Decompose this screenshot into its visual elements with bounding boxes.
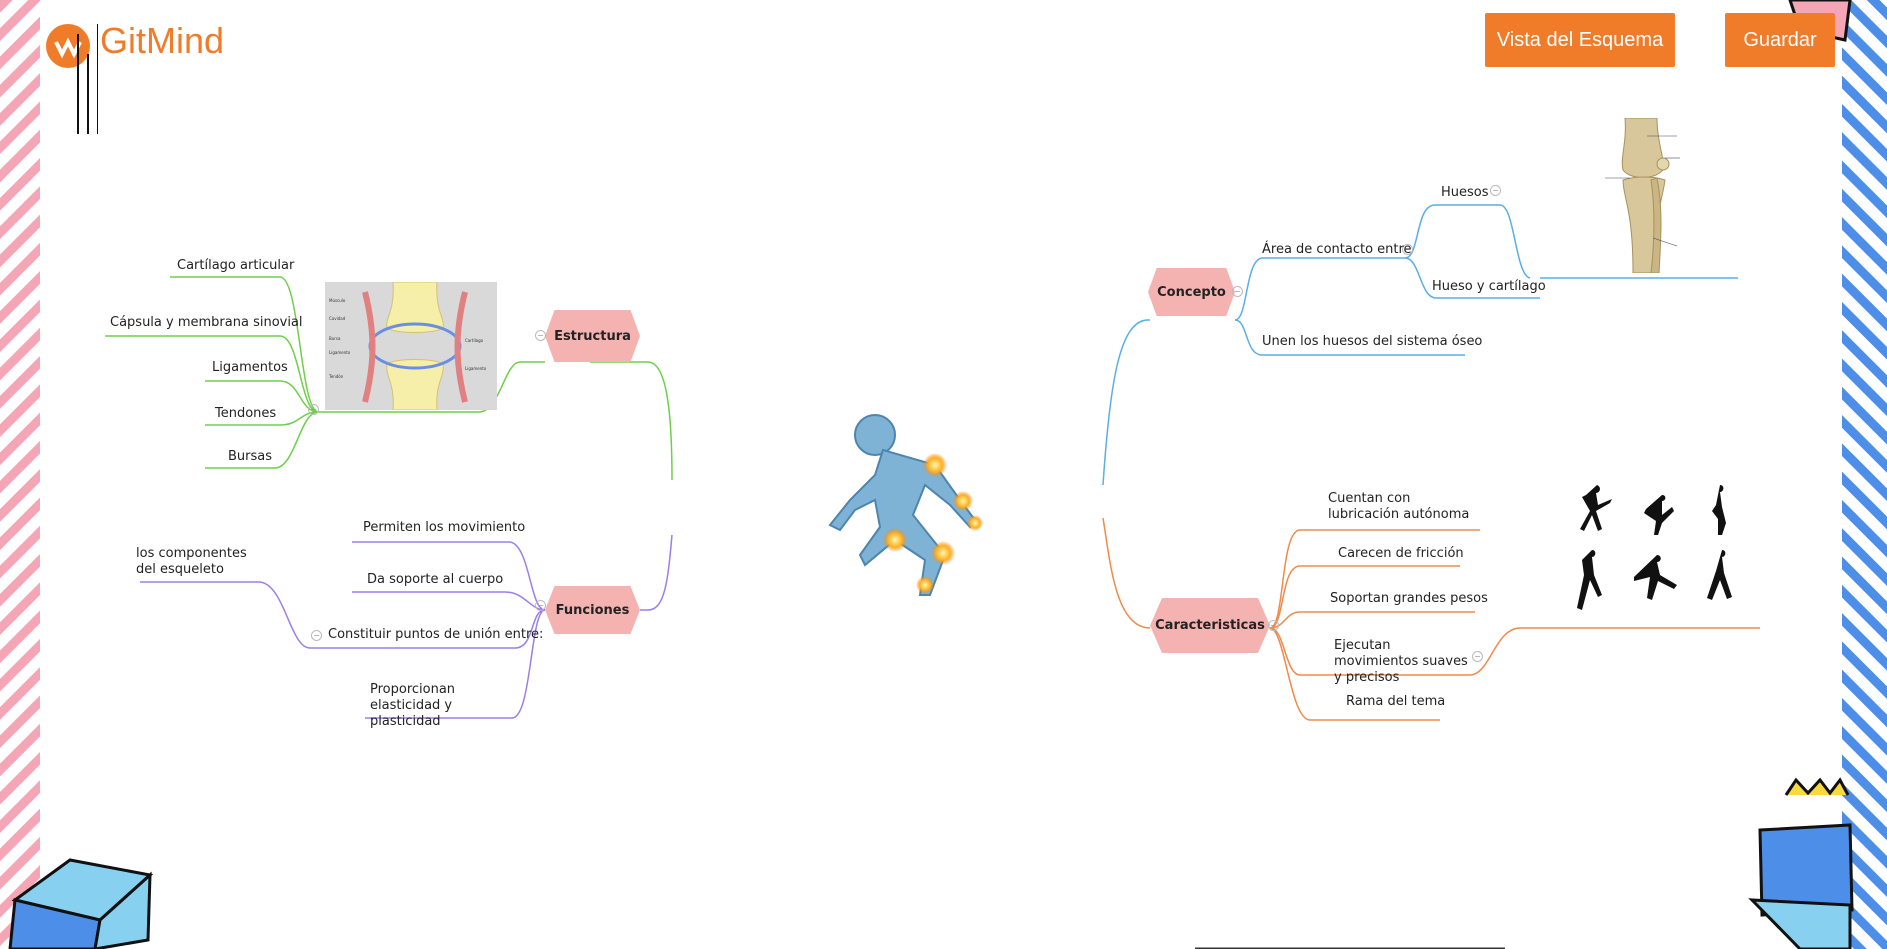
logo-text: GitMind [100, 20, 225, 61]
concepto-subitem[interactable]: Huesos [1441, 185, 1489, 200]
funciones-subitem[interactable]: los componentes del esqueleto [136, 546, 247, 577]
outline-view-button[interactable]: Vista del Esquema [1485, 13, 1675, 67]
concepto-subitem[interactable]: Hueso y cartílago [1432, 279, 1546, 294]
collapse-icon[interactable]: − [1490, 185, 1501, 196]
topic-estructura[interactable]: Estructura [545, 310, 640, 362]
logo[interactable] [38, 14, 99, 144]
collapse-icon[interactable]: − [1232, 286, 1243, 297]
topic-caracteristicas[interactable]: Caracteristicas [1150, 598, 1270, 653]
collapse-icon[interactable]: − [311, 630, 322, 641]
logo-icon [46, 24, 99, 144]
svg-text:Cartílago: Cartílago [465, 338, 484, 343]
estructura-item[interactable]: Tendones [215, 406, 277, 421]
knee-image [1585, 117, 1695, 274]
estructura-item[interactable]: Cartílago articular [177, 258, 295, 273]
dancers-image [1572, 485, 1747, 620]
funciones-item[interactable]: Proporcionan elasticidad y plasticidad [370, 682, 456, 729]
caracteristicas-item[interactable]: Soportan grandes pesos [1330, 591, 1488, 606]
svg-text:Ligamento: Ligamento [329, 350, 351, 355]
svg-text:Bursa: Bursa [329, 336, 341, 341]
topic-concepto[interactable]: Concepto [1148, 268, 1235, 316]
concepto-item[interactable]: Unen los huesos del sistema óseo [1262, 334, 1483, 349]
cube-decoration-right [1748, 777, 1854, 949]
collapse-icon[interactable]: − [535, 600, 546, 611]
cube-decoration-left [8, 858, 154, 949]
estructura-item[interactable]: Ligamentos [212, 360, 288, 375]
caracteristicas-item[interactable]: Cuentan con lubricación autónoma [1328, 491, 1470, 522]
estructura-item[interactable]: Cápsula y membrana sinovial [110, 315, 303, 330]
concepto-item[interactable]: Área de contacto entre [1262, 242, 1412, 257]
topic-funciones[interactable]: Funciones [545, 586, 640, 634]
concepto-branches [1102, 204, 1738, 486]
svg-text:Músculo: Músculo [329, 298, 346, 303]
collapse-icon[interactable]: − [1472, 651, 1483, 662]
funciones-branches [140, 534, 673, 719]
runner-image [825, 405, 1000, 605]
svg-text:Tendón: Tendón [328, 374, 344, 379]
caracteristicas-item[interactable]: Carecen de fricción [1338, 546, 1464, 561]
estructura-item[interactable]: Bursas [228, 449, 273, 464]
left-decorative-border [0, 0, 40, 949]
collapse-icon[interactable]: − [535, 330, 546, 341]
funciones-item[interactable]: Constituir puntos de unión entre: [328, 627, 544, 642]
collapse-icon[interactable]: − [1402, 244, 1413, 255]
save-button[interactable]: Guardar [1725, 13, 1835, 67]
caracteristicas-item[interactable]: Ejecutan movimientos suaves y precisos [1334, 638, 1468, 685]
svg-text:Ligamento: Ligamento [465, 366, 487, 371]
collapse-icon[interactable]: − [1268, 620, 1279, 631]
svg-text:Cavidad: Cavidad [329, 316, 346, 321]
collapse-icon[interactable]: − [308, 404, 319, 415]
funciones-item[interactable]: Permiten los movimiento [363, 520, 526, 535]
right-decorative-border [1842, 0, 1887, 949]
funciones-item[interactable]: Da soporte al cuerpo [367, 572, 504, 587]
caracteristicas-item[interactable]: Rama del tema [1346, 694, 1446, 709]
